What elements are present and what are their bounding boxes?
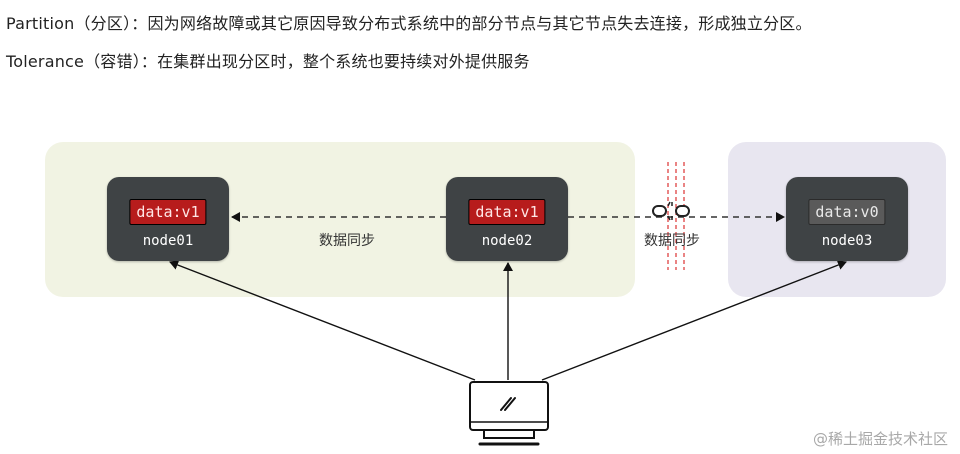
node03-data-chip: data:v0 (808, 199, 886, 225)
node01-name: node01 (142, 233, 194, 249)
node-node02: data:v1 node02 (446, 177, 568, 261)
partition-cut-lines (667, 162, 685, 270)
monitor-icon (469, 381, 549, 446)
node-node03: data:v0 node03 (786, 177, 908, 261)
node01-data-chip: data:v1 (129, 199, 207, 225)
sync-label-left: 数据同步 (319, 233, 375, 249)
partition-definition: Partition（分区）：因为网络故障或其它原因导致分布式系统中的部分节点与其… (6, 14, 812, 33)
tolerance-definition: Tolerance（容错）：在集群出现分区时，整个系统也要持续对外提供服务 (6, 52, 530, 71)
node03-name: node03 (821, 233, 873, 249)
sync-label-right: 数据同步 (644, 233, 700, 249)
node02-data-chip: data:v1 (468, 199, 546, 225)
node-node01: data:v1 node01 (107, 177, 229, 261)
broken-chain-icon (652, 201, 690, 221)
watermark: @稀土掘金技术社区 (812, 430, 948, 448)
node02-name: node02 (481, 233, 533, 249)
